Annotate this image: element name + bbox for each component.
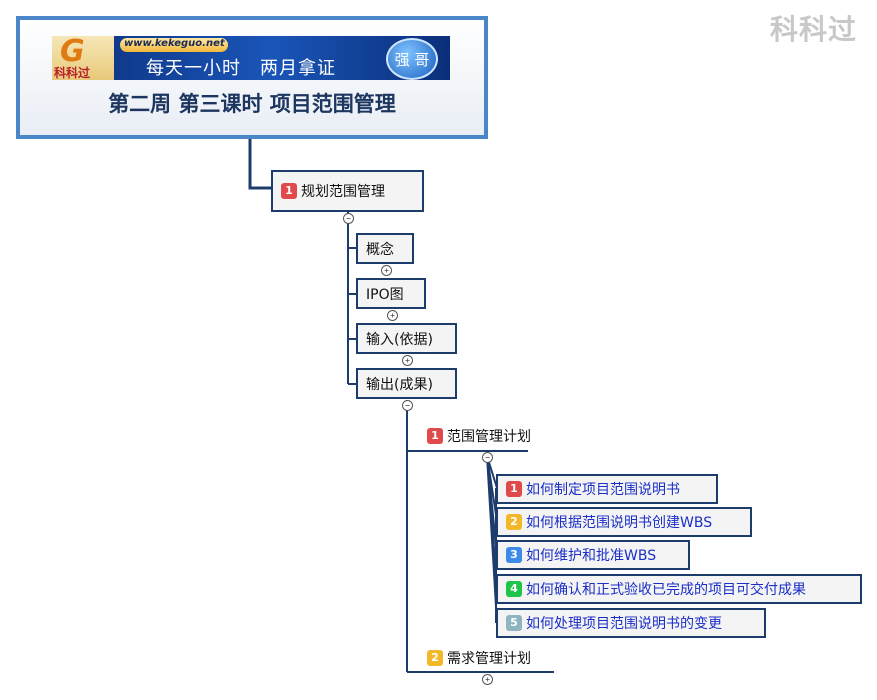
plan-item[interactable]: 1 如何制定项目范围说明书 — [496, 474, 718, 504]
teacher-badge: 强 哥 — [386, 38, 438, 80]
plan-item-label: 如何制定项目范围说明书 — [526, 482, 680, 498]
subtopic-label: 输出(成果) — [366, 376, 433, 393]
priority-marker: 1 — [281, 183, 297, 199]
plan-item-label: 如何根据范围说明书创建WBS — [526, 515, 713, 531]
priority-marker: 2 — [506, 514, 522, 530]
priority-marker: 5 — [506, 615, 522, 631]
collapse-toggle[interactable]: − — [343, 213, 354, 224]
output-scope-management-plan[interactable]: 1 范围管理计划 — [427, 426, 531, 446]
expand-toggle[interactable]: + — [387, 310, 398, 321]
output-label: 范围管理计划 — [447, 429, 531, 445]
slogan: 每天一小时 两月拿证 — [146, 58, 336, 79]
expand-toggle[interactable]: + — [402, 355, 413, 366]
plan-item[interactable]: 3 如何维护和批准WBS — [496, 540, 690, 570]
subtopic-ipo-diagram[interactable]: IPO图 — [356, 278, 426, 309]
url-pill — [120, 38, 228, 52]
header-banner — [52, 36, 450, 80]
subtopic-label: IPO图 — [366, 286, 404, 303]
logo-icon: G — [60, 34, 85, 69]
output-requirements-management-plan[interactable]: 2 需求管理计划 — [427, 648, 531, 668]
plan-item[interactable]: 4 如何确认和正式验收已完成的项目可交付成果 — [496, 574, 862, 604]
subtopic-inputs[interactable]: 输入(依据) — [356, 323, 457, 354]
plan-item-label: 如何确认和正式验收已完成的项目可交付成果 — [526, 582, 806, 598]
logo-text: 科科过 — [54, 66, 91, 80]
priority-marker: 3 — [506, 547, 522, 563]
priority-marker: 2 — [427, 650, 443, 666]
subtopic-concept[interactable]: 概念 — [356, 233, 414, 264]
plan-item-label: 如何处理项目范围说明书的变更 — [526, 616, 722, 632]
priority-marker: 1 — [427, 428, 443, 444]
subtopic-label: 输入(依据) — [366, 331, 433, 348]
subtopic-label: 概念 — [366, 241, 394, 258]
priority-marker: 4 — [506, 581, 522, 597]
plan-item[interactable]: 2 如何根据范围说明书创建WBS — [496, 507, 752, 537]
watermark: 科科过 — [770, 13, 858, 46]
site-url: www.kekeguo.net — [124, 38, 225, 49]
collapse-toggle[interactable]: − — [402, 400, 413, 411]
topic-plan-scope-management[interactable]: 1 规划范围管理 — [271, 170, 424, 212]
plan-item[interactable]: 5 如何处理项目范围说明书的变更 — [496, 608, 766, 638]
logo-background — [52, 36, 114, 80]
priority-marker: 1 — [506, 481, 522, 497]
topic-label: 规划范围管理 — [301, 184, 385, 200]
collapse-toggle[interactable]: − — [482, 452, 493, 463]
output-label: 需求管理计划 — [447, 651, 531, 667]
expand-toggle[interactable]: + — [381, 265, 392, 276]
expand-toggle[interactable]: + — [482, 674, 493, 685]
page-title: 第二周 第三课时 项目范围管理 — [108, 92, 396, 116]
subtopic-outputs[interactable]: 输出(成果) — [356, 368, 457, 399]
plan-item-label: 如何维护和批准WBS — [526, 548, 657, 564]
